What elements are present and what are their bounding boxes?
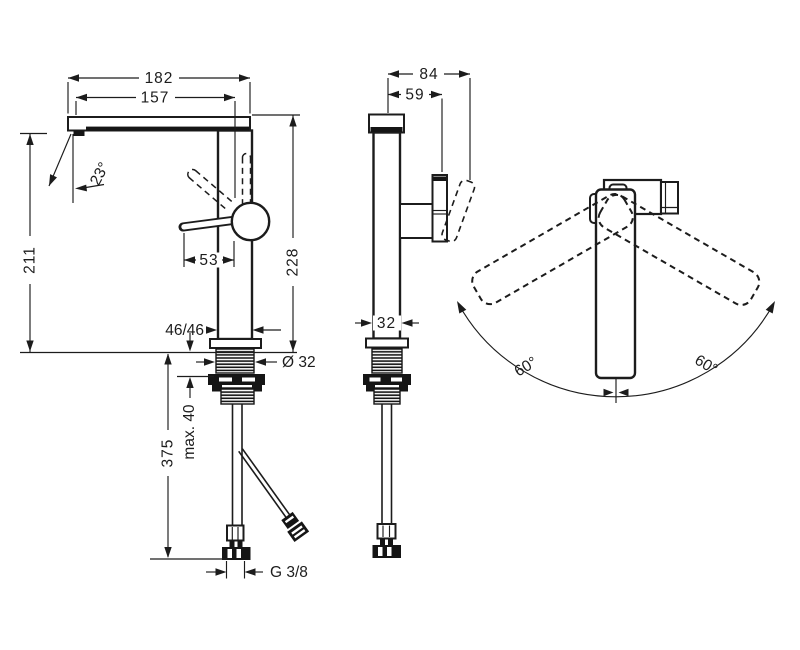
side-hose-end-nut — [372, 545, 401, 558]
dim-label-g38: G 3/8 — [270, 564, 308, 581]
dim-label-228: 228 — [285, 248, 302, 277]
nut-foot-left — [366, 385, 375, 392]
dim-label-60-right: 60° — [692, 352, 721, 379]
side-hose-connector — [376, 523, 397, 540]
side-threaded-shank — [371, 348, 403, 374]
side-spout-underside — [370, 127, 403, 132]
connector-tab — [229, 540, 235, 547]
dim-label-53: 53 — [199, 252, 218, 269]
hose-end-nut — [222, 547, 251, 560]
dim-label-182: 182 — [145, 70, 174, 87]
nut-slot — [391, 377, 402, 382]
supply-hose-diagonal — [238, 450, 288, 519]
top-spout — [594, 188, 637, 380]
dim-connection-thread: G 3/8 — [206, 561, 308, 581]
arc-arrow-right — [765, 301, 775, 314]
mounting-nut — [208, 374, 265, 385]
top-view: 60° 60° — [457, 178, 775, 403]
side-base-flange — [365, 337, 409, 349]
nut-slot — [242, 377, 255, 382]
dim-label-23deg: 23° — [87, 160, 113, 189]
nut-foot-left — [212, 385, 222, 392]
connector-tab — [237, 540, 243, 547]
dim-overall-height: 228 — [252, 114, 302, 352]
dim-label-60-left: 60° — [512, 354, 541, 381]
nut-foot-right — [252, 385, 262, 392]
aerator-nozzle — [73, 130, 85, 136]
dim-label-32: 32 — [377, 315, 396, 332]
nut-slot — [387, 547, 392, 556]
front-view: 182 157 211 228 — [20, 70, 316, 581]
connector-tab — [388, 538, 393, 545]
dim-shank-diameter: Ø 32 — [196, 354, 316, 371]
spout-bar-underside — [86, 126, 249, 131]
side-mounting-nut — [363, 374, 411, 385]
dim-label-84: 84 — [419, 66, 438, 83]
side-handle — [431, 174, 448, 243]
dim-handle-depth: 59 — [388, 87, 443, 172]
side-handle-dashed-position — [441, 179, 476, 243]
dim-stream-angle: 23° — [48, 133, 113, 203]
dim-label-211: 211 — [22, 246, 39, 274]
dim-label-d32: Ø 32 — [282, 354, 316, 371]
handle-knob — [230, 201, 271, 242]
dim-hose-length: 375 — [150, 353, 231, 560]
side-body-column — [372, 131, 402, 340]
top-handle — [660, 181, 679, 215]
connector-slot — [291, 525, 303, 535]
nut-slot — [227, 549, 232, 558]
dim-max-deck-thickness: max. 40 — [177, 333, 214, 460]
connector-tab — [380, 538, 385, 545]
side-handle-boss — [399, 203, 434, 239]
connector-body — [281, 511, 300, 530]
dim-label-157: 157 — [141, 90, 170, 107]
dim-overall-width: 182 — [67, 70, 251, 114]
dashed-spout-left — [471, 193, 634, 306]
dim-spout-height: 211 — [20, 132, 47, 352]
nut-slot — [236, 549, 241, 558]
side-shank-ribs — [373, 387, 401, 405]
dim-label-max40: max. 40 — [181, 404, 198, 460]
nut-slot — [378, 547, 383, 556]
dim-overall-depth: 84 — [387, 66, 471, 180]
diagonal-hose-connector — [281, 511, 310, 542]
dim-label-375: 375 — [160, 439, 177, 468]
hose-connector — [226, 524, 245, 542]
arc-arrow-left — [457, 301, 467, 314]
dim-lever-projection: 53 — [183, 233, 235, 269]
nut-foot-right — [399, 385, 408, 392]
base-flange — [209, 338, 262, 349]
side-handle-cap — [433, 176, 446, 181]
center-mark-right — [618, 388, 629, 397]
dim-label-4646: 46/46 — [165, 322, 204, 339]
side-view: 84 59 32 — [355, 66, 476, 558]
shank-ribs — [220, 387, 255, 405]
dim-body-depth: 32 — [355, 315, 419, 332]
handle-lever-dashed-up — [241, 152, 252, 206]
center-mark-left — [603, 388, 614, 397]
dashed-spout-right — [597, 193, 761, 306]
supply-hose-diagonal — [241, 448, 291, 517]
handle-lever-dashed-diagonal — [187, 168, 234, 211]
connector-nut — [287, 521, 310, 542]
dim-label-59: 59 — [405, 87, 424, 104]
connector-slot — [293, 529, 306, 539]
dim-spout-reach: 157 — [75, 90, 236, 198]
dim-base: 46/46 — [165, 322, 281, 339]
nut-slot — [369, 377, 381, 382]
nut-slot — [219, 377, 232, 382]
connector-slot — [284, 515, 295, 524]
